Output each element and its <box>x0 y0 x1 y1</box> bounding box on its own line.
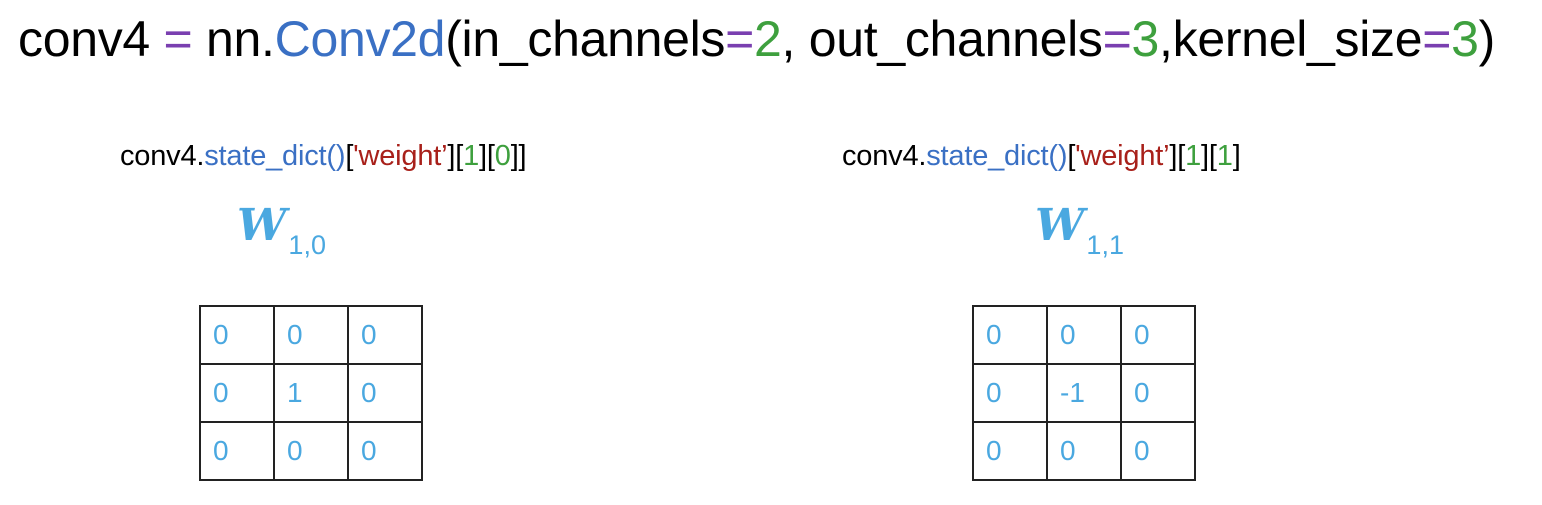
matrix-cell: 1 <box>273 363 349 423</box>
headline-variable: conv4 <box>18 11 150 67</box>
headline-arg-out-channels-value: 3 <box>1131 11 1160 67</box>
code-index-out: 1 <box>463 140 480 172</box>
code-index-out: 1 <box>1185 140 1202 172</box>
weight-subscript: 1,0 <box>288 230 326 260</box>
matrix-cell: 0 <box>972 363 1048 423</box>
headline-separator-1: , <box>781 11 809 67</box>
matrix-row: 0 0 0 <box>199 305 423 365</box>
code-bracket: [ <box>1208 140 1217 172</box>
code-bracket: ]] <box>510 140 527 172</box>
code-bracket: ] <box>1169 140 1178 172</box>
matrix-cell: 0 <box>199 421 275 481</box>
code-index-in: 0 <box>494 140 511 172</box>
weight-subscript: 1,1 <box>1086 230 1124 260</box>
code-bracket: ] <box>1232 140 1241 172</box>
matrix-row: 0 1 0 <box>199 363 423 423</box>
matrix-cell: 0 <box>1046 305 1122 365</box>
matrix-row: 0 0 0 <box>199 421 423 481</box>
headline-open-paren: ( <box>445 11 462 67</box>
code-call: () <box>1048 140 1068 172</box>
code-bracket: ] <box>447 140 456 172</box>
headline-separator-2: , <box>1159 11 1173 67</box>
kernel-matrix-right: 0 0 0 0 -1 0 0 0 0 <box>972 305 1196 481</box>
headline-arg-in-channels-eq: = <box>725 11 755 67</box>
weight-label-right: W1,1 <box>1035 196 1124 275</box>
code-bracket: [ <box>486 140 495 172</box>
matrix-cell: -1 <box>1046 363 1122 423</box>
code-bracket: ] <box>1201 140 1209 172</box>
headline-arg-out-channels: out_channels <box>808 11 1103 67</box>
weight-symbol: W <box>1035 200 1085 251</box>
matrix-cell: 0 <box>972 305 1048 365</box>
matrix-cell: 0 <box>347 363 423 423</box>
matrix-row: 0 0 0 <box>972 305 1196 365</box>
code-bracket: [ <box>1067 140 1076 172</box>
headline-code: conv4 = nn.Conv2d(in_channels=2, out_cha… <box>18 4 1495 74</box>
code-object: conv4. <box>842 140 927 172</box>
matrix-cell: 0 <box>972 421 1048 481</box>
matrix-row: 0 -1 0 <box>972 363 1196 423</box>
weight-panel-left: conv4.state_dict()['weight’][1][0]] W1,0… <box>0 0 620 505</box>
headline-arg-out-channels-eq: = <box>1102 11 1132 67</box>
matrix-row: 0 0 0 <box>972 421 1196 481</box>
weight-symbol: W <box>237 200 287 251</box>
headline-arg-kernel-size: kernel_size <box>1172 11 1423 67</box>
headline-class-name: Conv2d <box>274 11 446 67</box>
matrix-cell: 0 <box>273 305 349 365</box>
code-bracket: [ <box>345 140 354 172</box>
kernel-matrix-left: 0 0 0 0 1 0 0 0 0 <box>199 305 423 481</box>
matrix-cell: 0 <box>199 363 275 423</box>
code-bracket: ] <box>479 140 487 172</box>
code-key-string: 'weight’ <box>353 140 448 172</box>
code-method: state_dict <box>926 140 1049 172</box>
headline-arg-in-channels: in_channels <box>461 11 726 67</box>
code-object: conv4. <box>120 140 205 172</box>
headline-arg-kernel-size-value: 3 <box>1451 11 1479 67</box>
code-method: state_dict <box>204 140 327 172</box>
headline-module: nn. <box>206 11 275 67</box>
matrix-cell: 0 <box>1120 363 1196 423</box>
code-bracket: [ <box>455 140 464 172</box>
weight-label-left: W1,0 <box>237 196 326 275</box>
weight-panel-right: conv4.state_dict()['weight’][1][1] W1,1 … <box>722 0 1342 505</box>
matrix-cell: 0 <box>347 305 423 365</box>
code-index-in: 1 <box>1216 140 1233 172</box>
matrix-cell: 0 <box>1046 421 1122 481</box>
headline-assign-operator: = <box>163 11 193 67</box>
matrix-cell: 0 <box>1120 421 1196 481</box>
code-bracket: [ <box>1177 140 1186 172</box>
code-key-string: 'weight’ <box>1075 140 1170 172</box>
headline-close-paren: ) <box>1478 11 1496 67</box>
matrix-cell: 0 <box>1120 305 1196 365</box>
headline-arg-in-channels-value: 2 <box>754 11 782 67</box>
code-call: () <box>326 140 346 172</box>
matrix-cell: 0 <box>199 305 275 365</box>
matrix-cell: 0 <box>273 421 349 481</box>
matrix-cell: 0 <box>347 421 423 481</box>
state-dict-code-left: conv4.state_dict()['weight’][1][0]] <box>120 136 527 176</box>
state-dict-code-right: conv4.state_dict()['weight’][1][1] <box>842 136 1241 176</box>
headline-arg-kernel-size-eq: = <box>1422 11 1452 67</box>
